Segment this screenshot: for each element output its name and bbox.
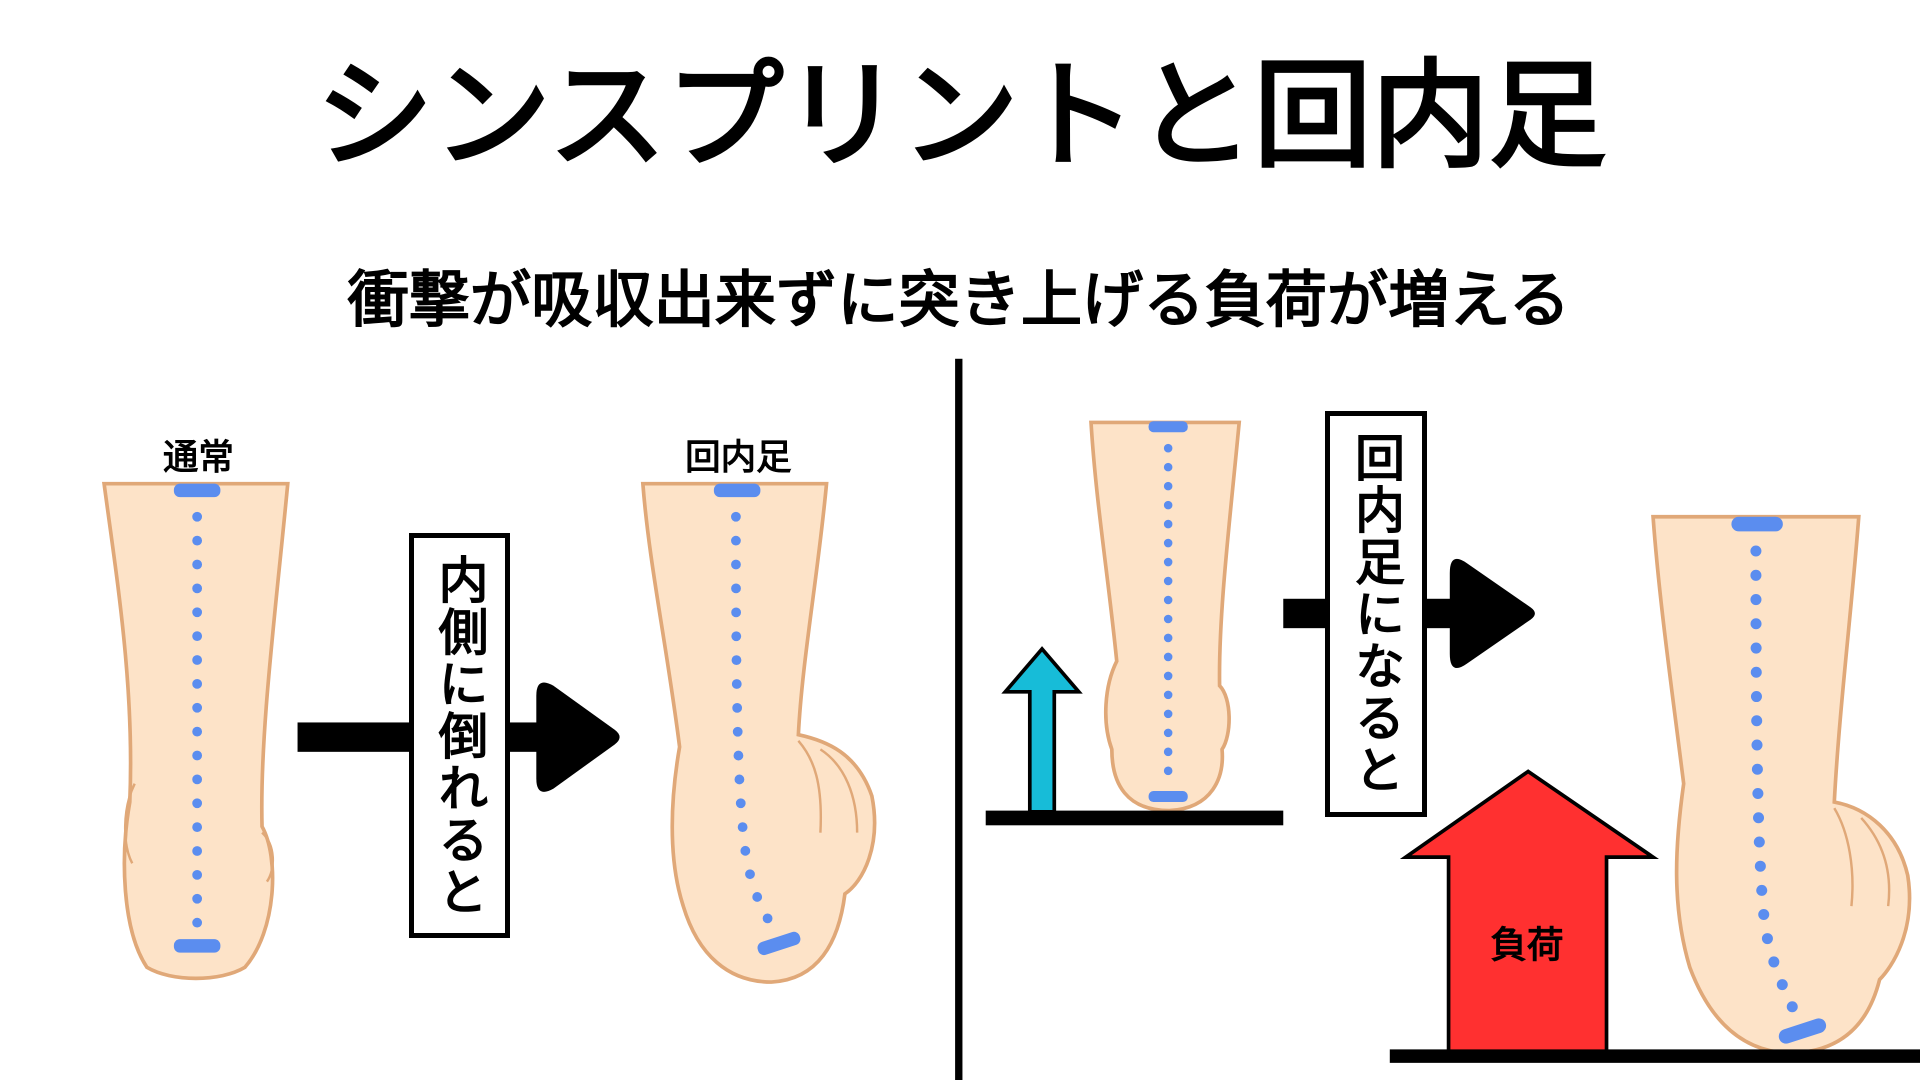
right-arrow-left-panel [297,682,620,792]
normal-foot-illustration [101,481,290,981]
caption-lean-inward: 内側に倒れると [430,553,489,918]
small-force-arrow [1001,646,1083,814]
pronated-label: 回内足 [685,437,792,478]
normal-label: 通常 [163,437,234,478]
ground-line [985,810,1284,826]
load-label: 負荷 [1490,924,1563,967]
load-arrow: 負荷 [1399,769,1659,1058]
ground-line-large [1389,1049,1920,1063]
caption-become-pronated: 回内足になると [1347,432,1405,796]
large-pronated-foot-illustration [1651,514,1912,1055]
caption-box-become-pronated: 回内足になると [1325,411,1427,817]
small-foot-illustration [1089,420,1242,813]
panel-divider [955,358,963,1080]
title: シンスプリントと回内足 [316,48,1607,185]
pronated-foot-illustration [640,481,877,984]
right-arrow-right-panel [1283,558,1535,669]
subtitle: 衝撃が吸収出来ずに突き上げる負荷が増える [347,265,1571,336]
caption-box-lean-inward: 内側に倒れると [409,533,510,938]
